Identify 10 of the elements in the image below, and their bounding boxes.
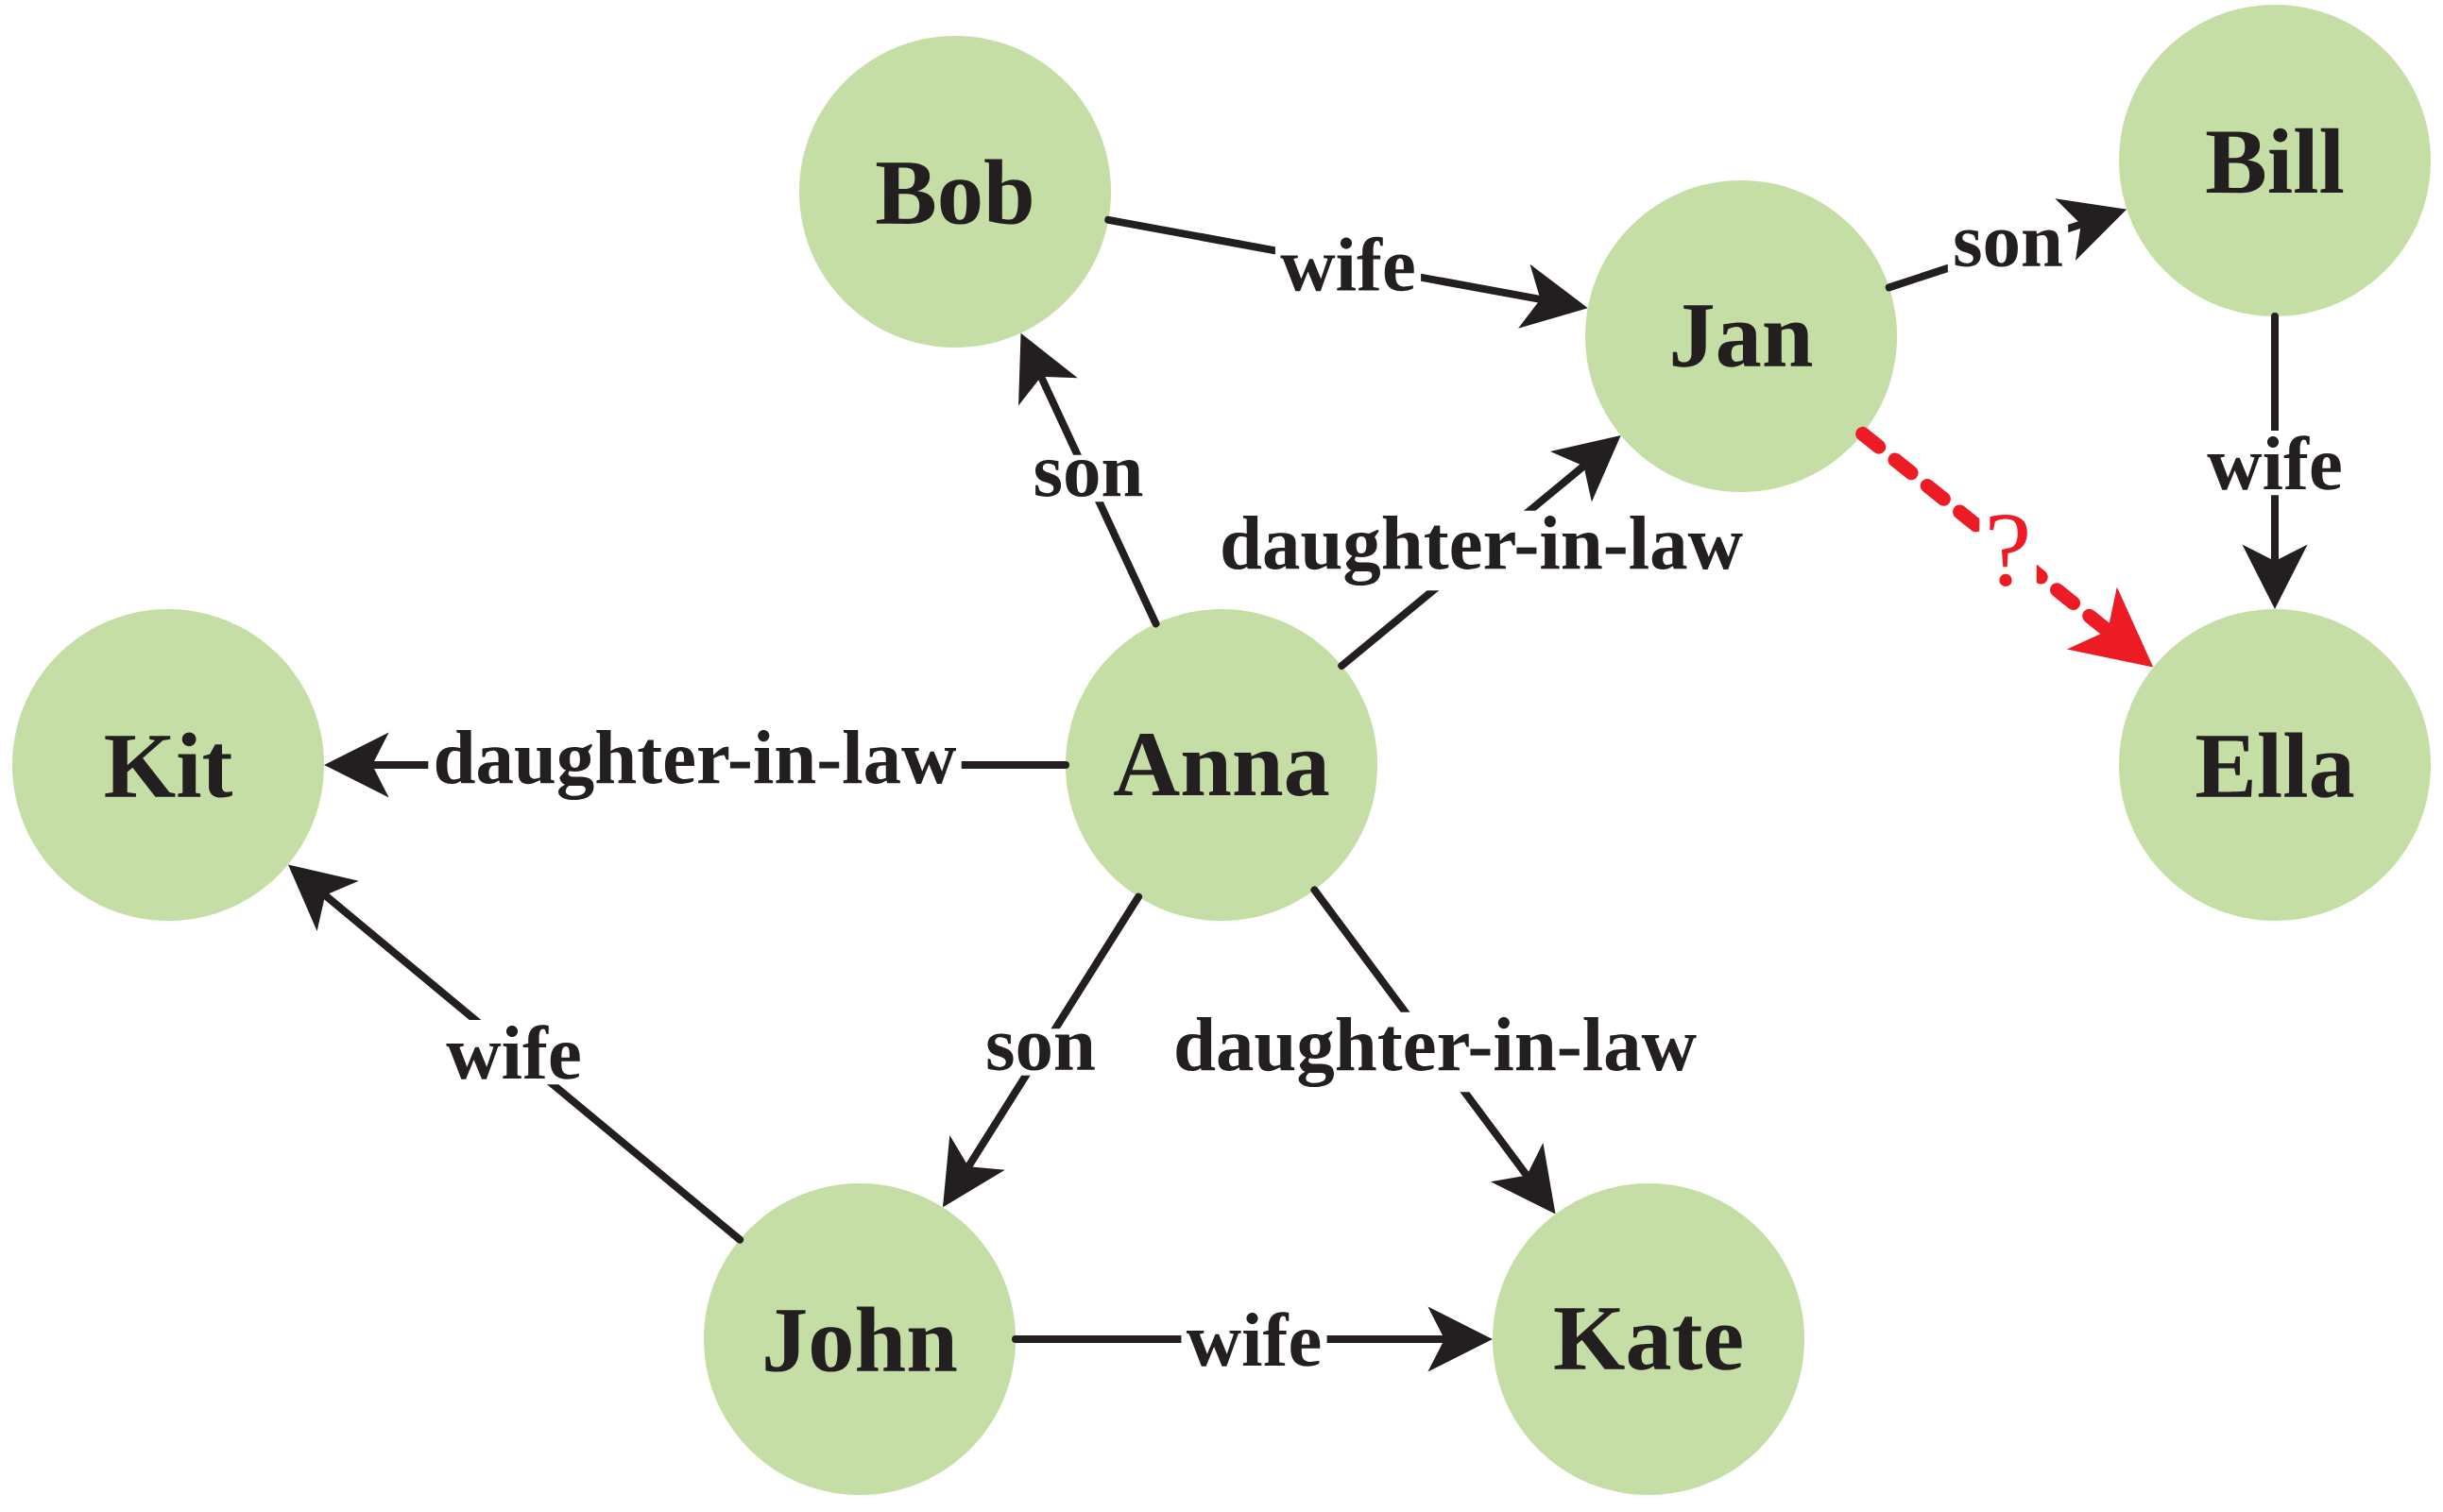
edge-label: wife [1181, 1306, 1327, 1372]
edge-label: wife [440, 1019, 588, 1085]
edge-label: daughter-in-law [428, 724, 962, 806]
edge-label: wife [1274, 231, 1422, 297]
edge-label: son [980, 1028, 1102, 1076]
edge-label: son [1028, 454, 1149, 502]
edge-label: daughter-in-law [1214, 510, 1749, 591]
edge-label: ? [1979, 509, 2037, 592]
edge-label: daughter-in-law [1168, 1011, 1702, 1093]
edge-label: wife [2201, 430, 2349, 496]
